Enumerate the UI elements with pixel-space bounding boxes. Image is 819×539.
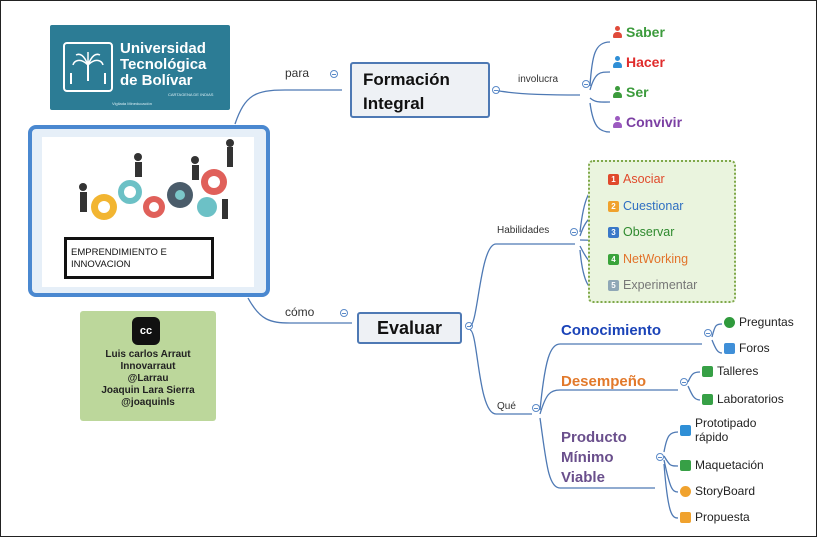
logo-line-2: Tecnológica	[120, 56, 207, 73]
subtopic-desempeno[interactable]: Desempeño	[561, 373, 647, 390]
people-icon	[724, 342, 735, 354]
skill-label: Cuestionar	[623, 199, 684, 213]
skill-label: Experimentar	[623, 278, 698, 292]
topic-formacion-integral[interactable]: Formación Integral	[350, 62, 490, 118]
logo-line-1: Universidad	[120, 40, 206, 57]
person-icon	[612, 116, 623, 128]
skill-label: Observar	[623, 225, 675, 239]
palm-emblem-icon	[63, 42, 113, 92]
item-ser[interactable]: Ser	[612, 84, 649, 100]
item-label: StoryBoard	[695, 484, 756, 498]
item-convivir[interactable]: Convivir	[612, 114, 682, 130]
label-como: cómo	[285, 305, 315, 319]
item-label: Saber	[626, 24, 665, 40]
item-label: Preguntas	[739, 315, 794, 329]
central-caption: EMPRENDIMIENTO E INNOVACION	[64, 237, 214, 279]
credit-line: @Larrau	[127, 373, 169, 384]
label-que: Qué	[497, 401, 516, 412]
skill-experimentar[interactable]: 5 Experimentar	[608, 278, 697, 292]
person-icon	[612, 86, 623, 98]
number-4-icon: 4	[608, 253, 619, 265]
label-habilidades: Habilidades	[497, 225, 550, 236]
label-para: para	[285, 66, 310, 80]
credits-card: cc Luis carlos Arraut Innovarraut @Larra…	[80, 311, 216, 421]
item-preguntas[interactable]: Preguntas	[724, 315, 794, 329]
item-label: Laboratorios	[717, 392, 784, 406]
item-hacer[interactable]: Hacer	[612, 54, 665, 70]
central-illustration	[42, 137, 254, 287]
item-talleres[interactable]: Talleres	[702, 364, 758, 378]
doc-icon	[680, 511, 691, 523]
smile-icon	[680, 485, 691, 497]
collapse-icon[interactable]	[704, 329, 712, 337]
item-storyboard[interactable]: StoryBoard	[680, 484, 755, 498]
topic-evaluar[interactable]: Evaluar	[357, 312, 462, 344]
logo-line-3: de Bolívar	[120, 72, 193, 89]
subtopic-line: Mínimo	[561, 449, 614, 466]
item-label: Foros	[739, 341, 770, 355]
credit-line: Joaquin Lara Sierra	[101, 385, 195, 396]
person-icon	[612, 56, 623, 68]
subtopic-line: Viable	[561, 469, 605, 486]
item-label: Convivir	[626, 114, 683, 130]
collapse-icon[interactable]	[340, 309, 348, 317]
caption-line-1: EMPRENDIMIENTO E	[71, 247, 167, 258]
pencil-icon	[680, 459, 691, 471]
item-saber[interactable]: Saber	[612, 24, 665, 40]
central-topic[interactable]: EMPRENDIMIENTO E INNOVACION	[28, 125, 270, 297]
skill-label: NetWorking	[623, 252, 689, 266]
credit-line: @joaquinls	[121, 397, 175, 408]
subtopic-producto-minimo-viable[interactable]: Producto Mínimo Viable	[561, 428, 627, 488]
collapse-icon[interactable]	[330, 70, 338, 78]
skill-label: Asociar	[623, 172, 665, 186]
credit-line: Luis carlos Arraut	[105, 349, 191, 360]
skill-asociar[interactable]: 1 Asociar	[608, 172, 665, 186]
item-laboratorios[interactable]: Laboratorios	[702, 392, 784, 406]
skill-cuestionar[interactable]: 2 Cuestionar	[608, 199, 683, 213]
collapse-icon[interactable]	[465, 322, 473, 330]
item-label: Propuesta	[695, 510, 750, 524]
logo-city: CARTAGENA DE INDIAS	[168, 92, 214, 97]
topic-formacion-line-2: Integral	[363, 94, 425, 113]
item-label: Hacer	[626, 54, 665, 70]
item-label: Maquetación	[695, 458, 764, 472]
collapse-icon[interactable]	[656, 453, 664, 461]
item-label: Prototipado rápido	[695, 416, 757, 444]
caption-line-2: INNOVACION	[71, 259, 131, 270]
skill-networking[interactable]: 4 NetWorking	[608, 252, 688, 266]
number-5-icon: 5	[608, 279, 619, 291]
subtopic-line: Producto	[561, 429, 627, 446]
collapse-icon[interactable]	[582, 80, 590, 88]
university-logo: Universidad Tecnológica de Bolívar CARTA…	[50, 25, 230, 110]
item-propuesta[interactable]: Propuesta	[680, 510, 750, 524]
item-label: Talleres	[717, 364, 759, 378]
collapse-icon[interactable]	[570, 228, 578, 236]
logo-note: Vigilada Mineducación	[112, 101, 152, 106]
check-icon	[724, 316, 735, 328]
item-label: Ser	[626, 84, 649, 100]
number-2-icon: 2	[608, 200, 619, 212]
creative-commons-icon: cc	[132, 317, 160, 345]
item-prototipado-rapido[interactable]: Prototipado rápido	[680, 416, 790, 444]
collapse-icon[interactable]	[680, 378, 688, 386]
collapse-icon[interactable]	[492, 86, 500, 94]
item-maquetacion[interactable]: Maquetación	[680, 458, 764, 472]
image-icon	[702, 365, 713, 377]
gears-people-icon	[79, 139, 234, 220]
number-3-icon: 3	[608, 226, 619, 238]
credit-line: Innovarraut	[120, 361, 176, 372]
topic-formacion-line-1: Formación	[363, 70, 450, 89]
person-icon	[612, 26, 623, 38]
item-foros[interactable]: Foros	[724, 341, 770, 355]
number-1-icon: 1	[608, 173, 619, 185]
subtopic-conocimiento[interactable]: Conocimiento	[561, 322, 661, 339]
collapse-icon[interactable]	[532, 404, 540, 412]
chart-icon	[702, 393, 713, 405]
x-icon	[680, 425, 691, 436]
label-involucra: involucra	[518, 74, 559, 85]
skill-observar[interactable]: 3 Observar	[608, 225, 674, 239]
